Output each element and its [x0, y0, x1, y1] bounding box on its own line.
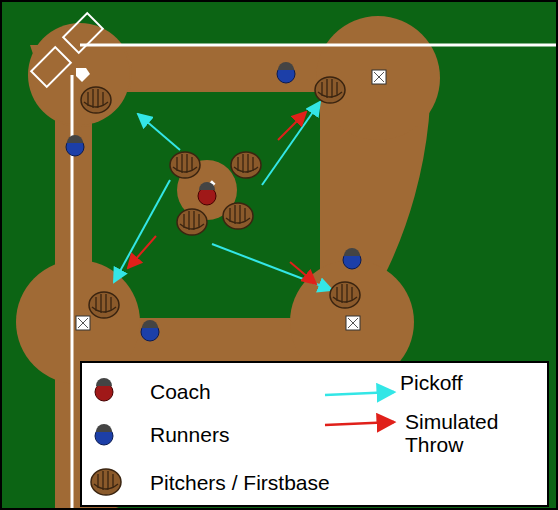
legend-text: Simulated Throw — [405, 410, 525, 456]
legend-text: Coach — [150, 380, 211, 403]
legend-text: Runners — [150, 423, 229, 446]
legend-text: Pitchers / Firstbase — [150, 471, 330, 494]
legend-text: Pickoff — [400, 371, 463, 394]
